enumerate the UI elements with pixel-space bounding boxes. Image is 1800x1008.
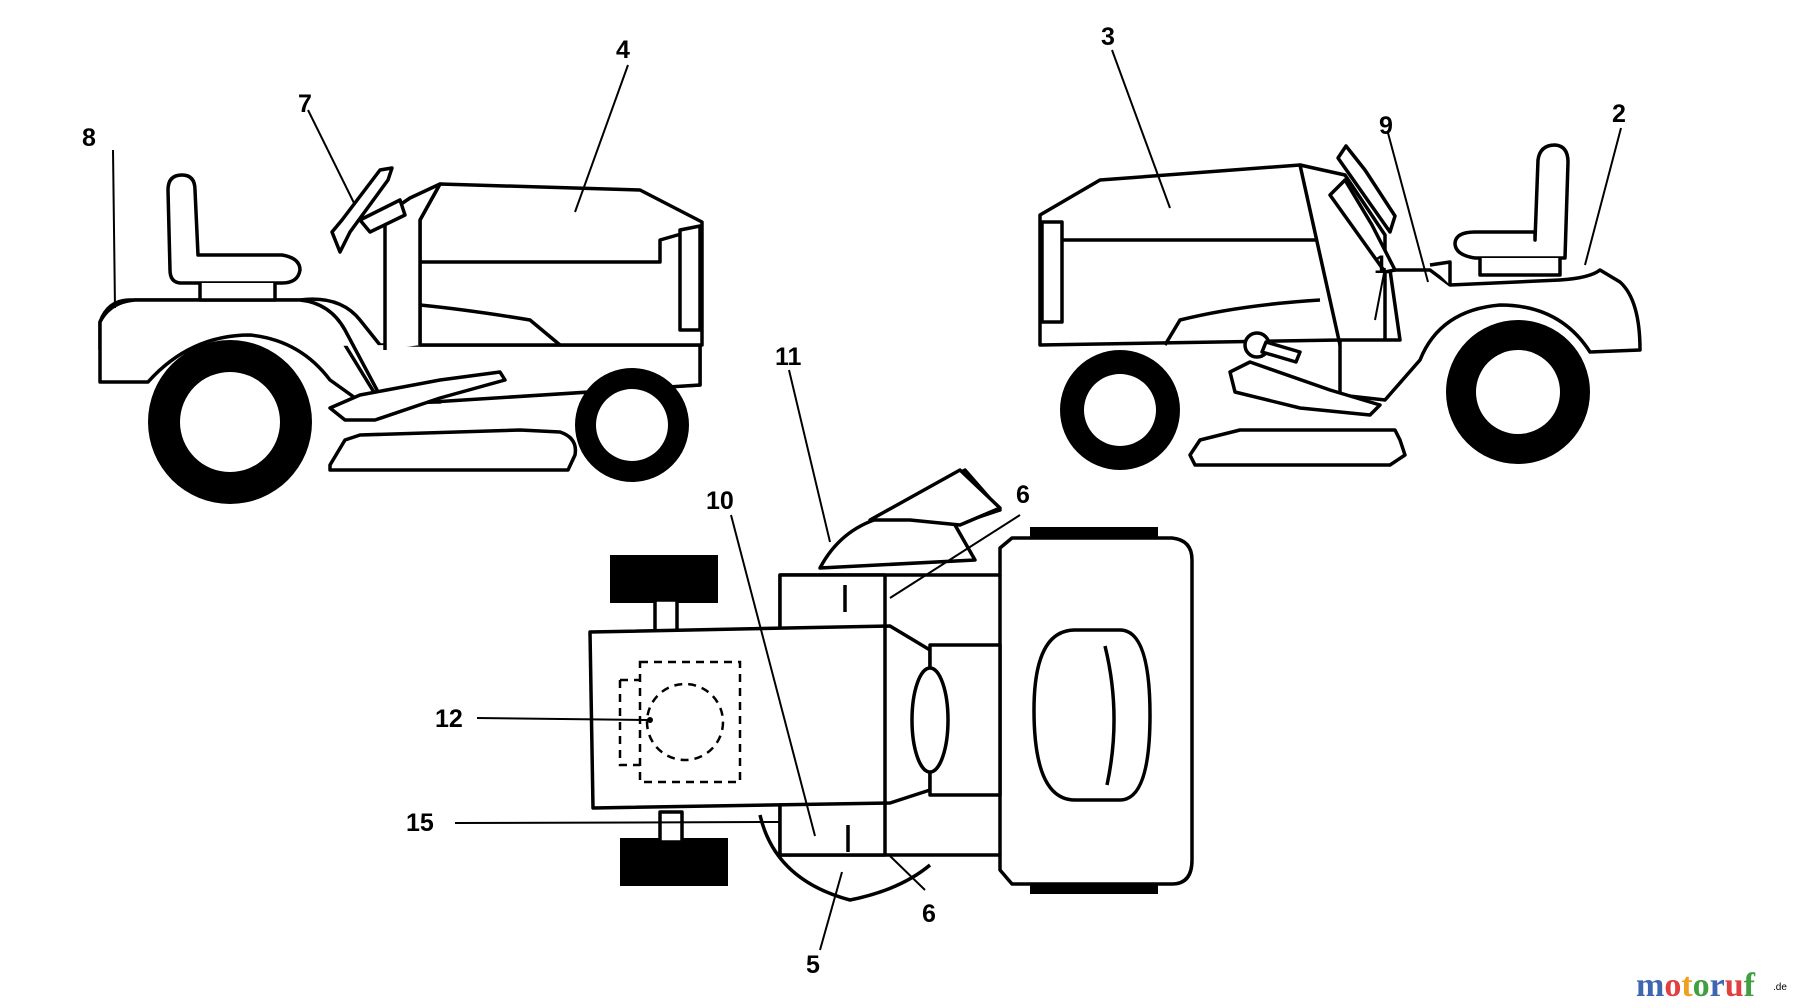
watermark-brand: motoruf (1636, 967, 1756, 1004)
tractor-top-view (588, 468, 1194, 902)
leader-lines (112, 49, 1622, 951)
tractor-left-view (98, 166, 704, 504)
watermark-logo: motoruf .de (1636, 967, 1787, 1004)
watermark-letter: u (1725, 967, 1744, 1004)
callout-3: 3 (1101, 23, 1115, 51)
watermark-letter: m (1636, 967, 1664, 1004)
callout-labels: 8 7 4 3 9 2 1 11 6 10 12 15 6 5 (82, 23, 1626, 979)
callout-5: 5 (806, 951, 820, 979)
callout-7: 7 (298, 90, 312, 118)
tractor-right-view (1038, 143, 1642, 470)
watermark-letter: o (1664, 967, 1681, 1004)
callout-2: 2 (1612, 100, 1626, 128)
watermark-letter: r (1710, 967, 1725, 1004)
callout-4: 4 (616, 36, 630, 64)
callout-9: 9 (1379, 112, 1393, 140)
callout-11: 11 (775, 343, 802, 371)
callout-8: 8 (82, 124, 96, 152)
callout-1: 1 (1374, 251, 1388, 279)
callout-15: 15 (406, 809, 434, 837)
callout-6-top: 6 (1016, 481, 1030, 509)
callout-6-bottom: 6 (922, 900, 936, 928)
watermark-letter: f (1744, 967, 1756, 1004)
watermark-suffix: .de (1773, 982, 1787, 993)
callout-12: 12 (435, 705, 463, 733)
watermark-letter: t (1681, 967, 1693, 1004)
callout-10: 10 (706, 487, 734, 515)
watermark-letter: o (1693, 967, 1710, 1004)
